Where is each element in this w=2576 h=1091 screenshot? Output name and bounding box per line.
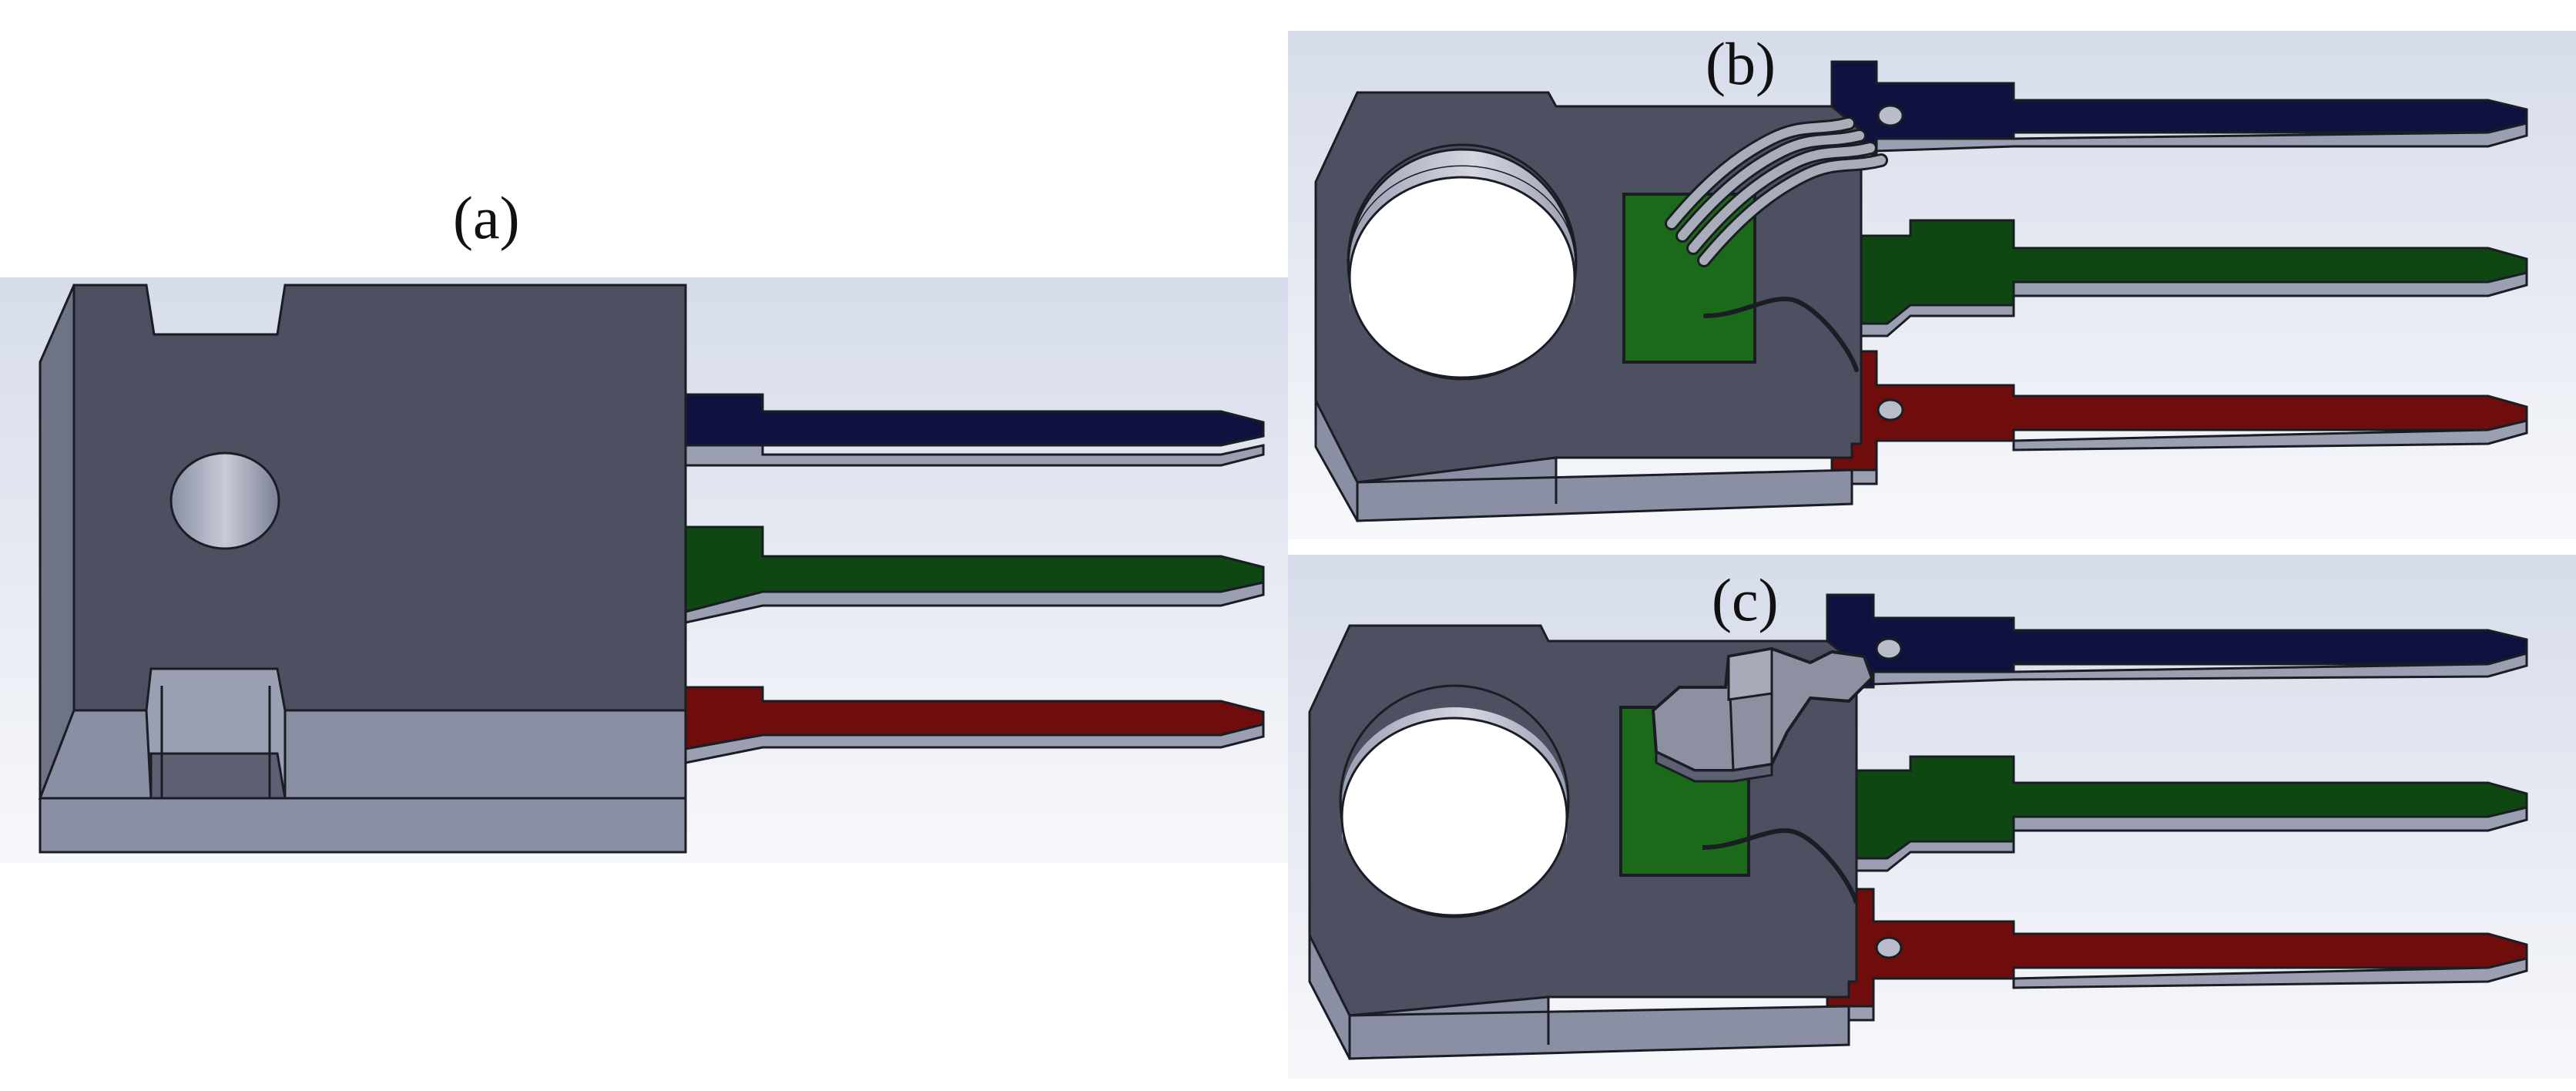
lead-top-blue-c [1826,593,2528,689]
lead-bottom-red [684,686,1265,764]
panel-b [1288,31,2576,539]
mounting-hole-a [169,452,280,550]
panel-c [1288,555,2576,1079]
package-body-b [1314,91,1888,522]
bond-wires-b [1665,116,1888,372]
panel-label-c: (c) [1712,566,1779,633]
lead-bottom-red-c [1826,888,2528,1022]
panel-a [0,277,1288,863]
panel-label-b: (b) [1706,30,1776,97]
package-body-a [38,284,687,854]
gate-wire-c [1702,828,1859,904]
lead-middle-green-b [1855,219,2528,337]
lead-top-blue-b [1830,60,2528,156]
package-body-c [1308,624,1874,1060]
copper-clip-c [1651,646,1874,783]
lead-top-blue [684,393,1265,467]
lead-middle-green [684,525,1265,624]
lead-middle-green-c [1850,755,2528,872]
panel-label-a: (a) [453,184,520,251]
